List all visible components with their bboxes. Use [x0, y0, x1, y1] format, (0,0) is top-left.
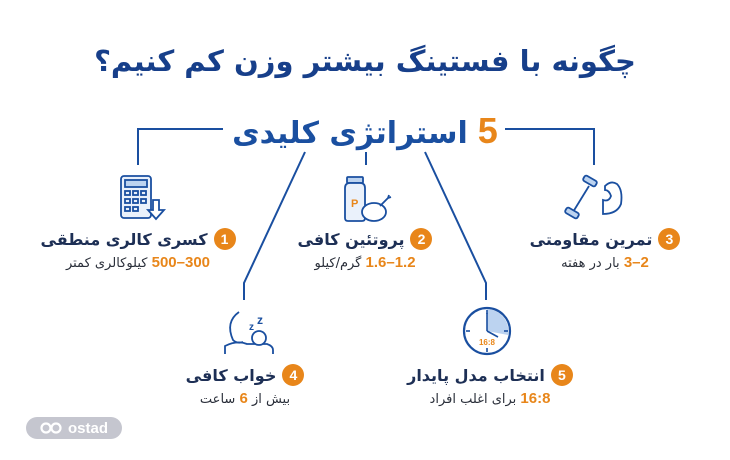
ostad-logo-icon: [40, 422, 62, 434]
strategy-detail: برای اغلب افراد: [429, 392, 517, 407]
strategy-detail: کیلوکالری کمتر: [65, 256, 148, 271]
strategy-highlight: 300–500: [151, 254, 211, 271]
brand-name: ostad: [67, 419, 108, 437]
strategy-highlight: 6: [239, 390, 248, 407]
svg-text:P: P: [351, 198, 358, 210]
strategy-title: کسری کالری منطقی: [40, 229, 208, 249]
strategy-highlight: 1.2–1.6: [365, 254, 416, 271]
svg-text:z: z: [249, 322, 254, 333]
strategy-title: تمرین مقاومتی: [529, 229, 653, 249]
strategy-detail: گرم/کیلو: [314, 256, 362, 271]
number-badge: 4: [282, 364, 305, 386]
strategy-highlight: 2–3: [623, 254, 649, 271]
subtitle-text: استراتژی کلیدی: [232, 116, 468, 151]
sleep-moon-icon: z z: [224, 311, 274, 354]
strategy-highlight: 16:8: [520, 390, 551, 407]
strategy-detail-pre: بیش از: [251, 392, 291, 407]
clock-label: 16:8: [479, 338, 496, 347]
svg-text:z: z: [257, 313, 263, 327]
subtitle: 5 استراتژی کلیدی: [0, 110, 730, 152]
number-badge: 2: [410, 228, 433, 250]
protein-jar-chicken-icon: P: [344, 176, 392, 222]
strategy-title: انتخاب مدل پایدار: [407, 365, 545, 385]
number-badge: 1: [213, 228, 236, 250]
number-badge: 5: [550, 364, 573, 386]
clock-icon: 16:8: [462, 306, 512, 356]
strategy-detail: بار در هفته: [561, 256, 620, 271]
calculator-down-icon: [120, 175, 167, 221]
subtitle-number: 5: [477, 110, 498, 151]
brand-logo: ostad: [26, 417, 122, 439]
strategy-detail: ساعت: [199, 392, 236, 407]
page-title: چگونه با فستینگ بیشتر وزن کم کنیم؟: [94, 44, 636, 78]
strategy-title: خواب کافی: [185, 365, 277, 385]
dumbbell-muscle-icon: [564, 174, 623, 220]
number-badge: 3: [658, 228, 681, 250]
strategy-title: پروتئین کافی: [297, 229, 405, 249]
